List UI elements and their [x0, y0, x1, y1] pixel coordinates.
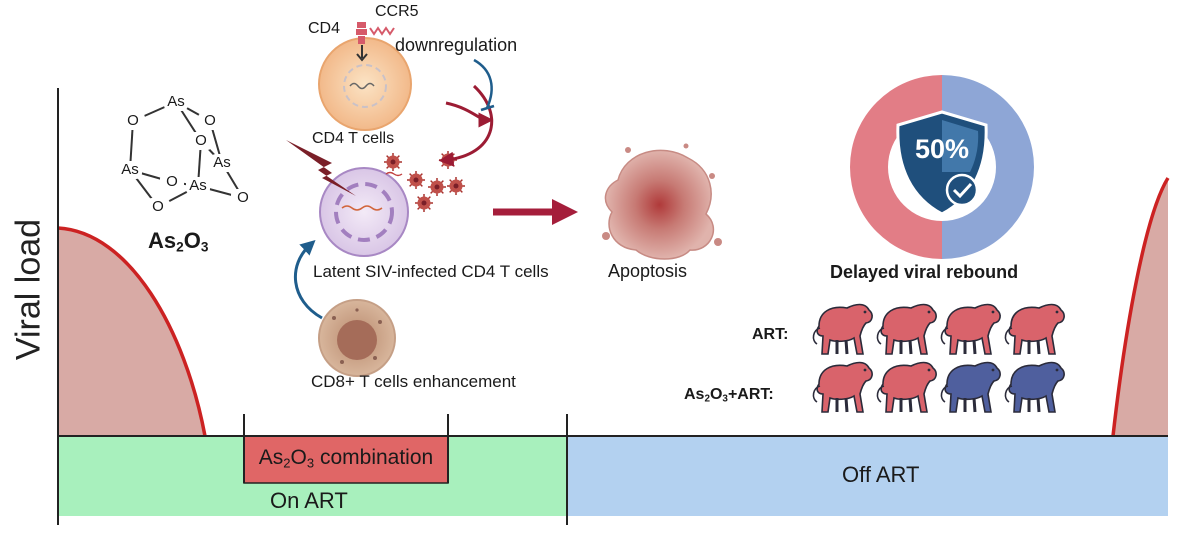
- donut-segment-rebound: [850, 75, 942, 259]
- y-axis-label: Viral load: [9, 218, 48, 361]
- molecule-formula: As2O3: [148, 228, 208, 254]
- cd8-label: CD8+ T cells enhancement: [311, 372, 516, 391]
- monkey-icon-delayed: [940, 361, 1001, 413]
- formula-sub1: 2: [176, 239, 184, 255]
- atom-as-label: As: [210, 154, 234, 172]
- apoptosis-label: Apoptosis: [608, 261, 688, 281]
- cd4-nucleus: [343, 64, 387, 108]
- latent-infected-cell: [319, 167, 409, 257]
- monkey-icon-rebound: [876, 303, 937, 355]
- monkey-icon-rebound: [812, 303, 873, 355]
- viral-load-initial-curve: [57, 226, 207, 437]
- cd8-nucleus: [337, 320, 377, 360]
- monkey-icon-rebound: [940, 303, 1001, 355]
- monkey-grid: [812, 303, 1065, 413]
- virion-icon: [384, 153, 402, 171]
- viral-load-initial-fill: [58, 228, 205, 436]
- monkey-icon-rebound: [812, 361, 873, 413]
- apoptosis-arrowhead: [552, 199, 578, 225]
- inhibition-arrowhead: [356, 53, 368, 62]
- shield-highlight: [942, 120, 979, 172]
- cd4-label: CD4: [308, 20, 341, 37]
- formula-as: As: [148, 228, 177, 253]
- virion-icon: [447, 177, 465, 195]
- atom-o-label: O: [231, 189, 255, 207]
- atom-as-label: As: [164, 93, 188, 111]
- check-badge: [945, 173, 979, 207]
- apoptotic-bodies: [602, 143, 722, 246]
- combo-row-sub2: 3: [722, 393, 728, 405]
- combo-row-label: As2O3+ART:: [684, 386, 774, 404]
- formula-o: O: [183, 228, 201, 253]
- downregulation-arrow: [445, 101, 494, 128]
- latent-rna: [385, 171, 403, 177]
- cd4-dna: [349, 82, 375, 90]
- virion-icon: [407, 171, 425, 189]
- combo-row-as: As: [684, 386, 705, 403]
- badge-value: 50%: [914, 134, 970, 164]
- off-art-band: [567, 436, 1168, 516]
- combination-bar: [243, 435, 449, 484]
- downregulation-label: downregulation: [395, 35, 518, 55]
- apoptotic-cell: [604, 149, 715, 260]
- atom-as-label: As: [186, 177, 210, 195]
- atom-o-label: O: [189, 132, 213, 150]
- on-art-label: On ART: [270, 488, 348, 513]
- combo-row-o: O: [709, 386, 723, 403]
- cd8-granules: [332, 308, 382, 364]
- monkey-icon-rebound: [1004, 303, 1065, 355]
- donut-segment-delayed: [942, 75, 1034, 259]
- downregulation-block-arrow: [473, 58, 493, 109]
- check-icon: [952, 182, 973, 199]
- combination-label-sub2: 3: [306, 455, 315, 471]
- cd4-receptor: [356, 22, 367, 44]
- virion-icon: [415, 194, 433, 212]
- combo-row-suffix: +ART:: [727, 386, 774, 403]
- atom-as-label: As: [118, 161, 142, 179]
- cd8-boost-arrow: [293, 239, 323, 320]
- cd4-cells-label: CD4 T cells: [312, 130, 395, 147]
- combination-label-as: As: [258, 446, 284, 469]
- monkey-icon-rebound: [876, 361, 937, 413]
- formula-sub2: 3: [200, 239, 209, 255]
- atom-o-label: O: [146, 198, 170, 216]
- viral-load-rebound-fill: [1113, 178, 1168, 436]
- combination-label: As2O3 combination: [244, 446, 448, 470]
- atom-o-label: O: [121, 112, 145, 130]
- combination-label-o: O: [290, 446, 307, 469]
- virion-icon: [428, 178, 446, 196]
- latent-cell-nucleus: [334, 182, 394, 242]
- latent-cells-label: Latent SIV-infected CD4 T cells: [313, 262, 549, 281]
- combination-label-suffix: combination: [314, 446, 434, 469]
- combo-row-sub1: 2: [704, 393, 710, 405]
- art-row-label: ART:: [752, 326, 789, 343]
- ccr5-receptor: [369, 26, 395, 36]
- combination-label-sub1: 2: [283, 455, 291, 471]
- off-art-label: Off ART: [842, 462, 920, 487]
- atom-o-label: O: [160, 173, 184, 191]
- atom-o-label: O: [198, 112, 222, 130]
- delayed-rebound-title: Delayed viral rebound: [830, 262, 1019, 282]
- monkey-icon-delayed: [1004, 361, 1065, 413]
- viral-load-rebound-curve: [1111, 177, 1170, 437]
- reactivation-arrow: [438, 84, 494, 167]
- block-bar: [480, 104, 495, 112]
- ccr5-label: CCR5: [375, 3, 419, 20]
- latent-provirus: [341, 205, 383, 211]
